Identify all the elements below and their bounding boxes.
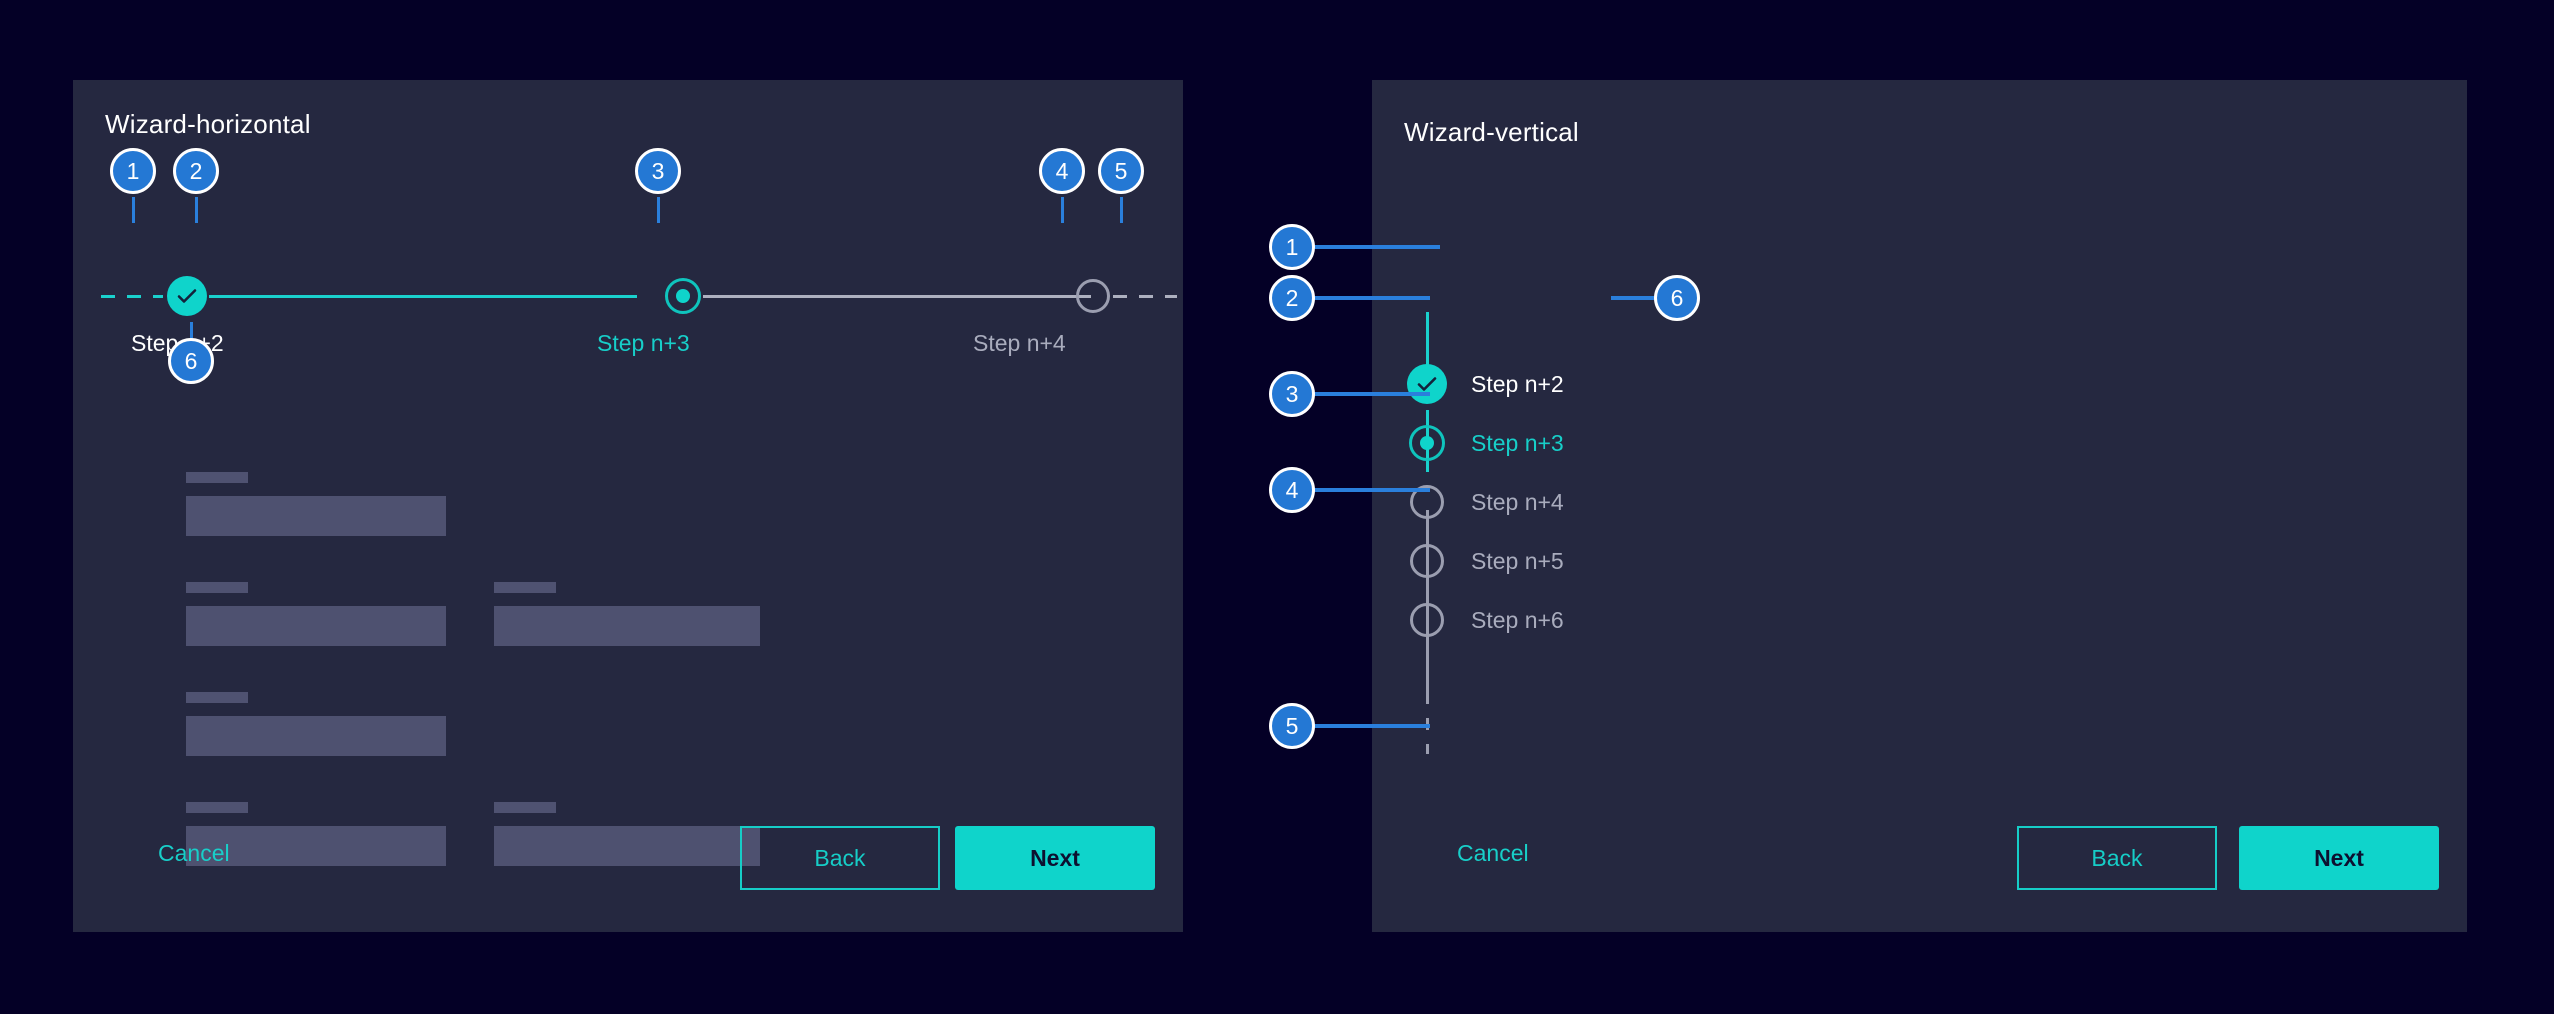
annotation-leader-line [1300, 392, 1430, 396]
annotation-marker-4[interactable]: 4 [1039, 148, 1085, 194]
annotation-marker-1[interactable]: 1 [1269, 224, 1315, 270]
horizontal-stepper [73, 276, 1183, 316]
annotation-leader-line [190, 322, 193, 350]
circle-outline-icon [1076, 279, 1110, 313]
step-label-active: Step n+3 [1471, 429, 1564, 456]
next-button[interactable]: Next [955, 826, 1155, 890]
circle-outline-icon [1410, 603, 1444, 637]
field-input-placeholder[interactable] [494, 826, 760, 866]
vertical-stepper: Step n+2 Step n+3 Step n+4 Step n+5 [1405, 240, 1705, 820]
stepper-connector-completed [209, 295, 637, 298]
step-node-active[interactable] [663, 276, 703, 316]
annotation-leader-line [1120, 197, 1123, 223]
form-field[interactable] [186, 472, 446, 536]
check-icon [167, 276, 207, 316]
field-label-placeholder [186, 802, 248, 813]
field-input-placeholder[interactable] [186, 716, 446, 756]
annotation-leader-line [1611, 296, 1693, 300]
annotation-marker-6[interactable]: 6 [1654, 275, 1700, 321]
vertical-step-completed[interactable]: Step n+2 [1405, 364, 1564, 404]
stepper-dashed-end [1426, 692, 1429, 754]
stepper-connector-upcoming [703, 295, 1091, 298]
form-field[interactable] [186, 692, 446, 756]
field-label-placeholder [186, 582, 248, 593]
field-input-placeholder[interactable] [186, 606, 446, 646]
step-label-upcoming[interactable]: Step n+4 [973, 330, 1066, 356]
form-row [186, 802, 1066, 866]
check-icon [1407, 364, 1447, 404]
step-label-active[interactable]: Step n+3 [597, 330, 690, 356]
field-input-placeholder[interactable] [186, 496, 446, 536]
field-input-placeholder[interactable] [494, 606, 760, 646]
annotation-marker-3[interactable]: 3 [635, 148, 681, 194]
form-field[interactable] [186, 802, 446, 866]
wizard-vertical-card: Wizard-vertical Step n+2 Step n [1372, 80, 2467, 932]
annotation-leader-line [1300, 488, 1430, 492]
annotation-leader-line [1300, 296, 1430, 300]
annotation-marker-2[interactable]: 2 [1269, 275, 1315, 321]
step-label-completed: Step n+2 [1471, 370, 1564, 397]
annotation-leader-line [1061, 197, 1064, 223]
cancel-button[interactable]: Cancel [1457, 840, 1529, 866]
annotation-leader-line [1300, 724, 1430, 728]
annotation-leader-line [1300, 245, 1440, 249]
field-label-placeholder [186, 692, 248, 703]
wizard-horizontal-card: Wizard-horizontal Step n+2 Step n+3 Step… [73, 80, 1183, 932]
vertical-step-upcoming[interactable]: Step n+4 [1405, 482, 1564, 522]
form-row [186, 582, 1066, 646]
vertical-step-upcoming[interactable]: Step n+6 [1405, 600, 1564, 640]
next-button[interactable]: Next [2239, 826, 2439, 890]
annotation-marker-4[interactable]: 4 [1269, 467, 1315, 513]
vertical-footer: Cancel Back Next [1372, 826, 2467, 890]
annotation-marker-1[interactable]: 1 [110, 148, 156, 194]
stepper-dashed-start [1426, 312, 1429, 374]
stepper-dashed-start [101, 295, 163, 298]
annotation-marker-5[interactable]: 5 [1098, 148, 1144, 194]
back-button[interactable]: Back [740, 826, 940, 890]
circle-outline-icon [1410, 485, 1444, 519]
field-label-placeholder [186, 472, 248, 483]
vertical-step-active[interactable]: Step n+3 [1405, 423, 1564, 463]
cancel-button[interactable]: Cancel [158, 840, 230, 866]
stepper-connector-upcoming [1426, 634, 1429, 694]
back-button[interactable]: Back [2017, 826, 2217, 890]
circle-outline-icon [1410, 544, 1444, 578]
step-label-upcoming: Step n+5 [1471, 547, 1564, 574]
wizard-horizontal-title: Wizard-horizontal [105, 109, 311, 139]
step-label-upcoming: Step n+6 [1471, 606, 1564, 633]
stepper-dashed-end [1113, 295, 1177, 298]
field-label-placeholder [494, 582, 556, 593]
stepper-connector-upcoming [1426, 510, 1429, 574]
form-row [186, 472, 1066, 536]
form-field[interactable] [186, 582, 446, 646]
annotation-marker-6[interactable]: 6 [168, 338, 214, 384]
form-row [186, 692, 1066, 756]
wizard-vertical-title: Wizard-vertical [1404, 117, 1579, 147]
annotation-leader-line [195, 197, 198, 223]
step-node-completed[interactable] [167, 276, 207, 316]
form-field[interactable] [494, 582, 760, 646]
form-field[interactable] [494, 802, 760, 866]
radio-filled-icon [1409, 425, 1445, 461]
radio-filled-icon [665, 278, 701, 314]
annotation-marker-5[interactable]: 5 [1269, 703, 1315, 749]
field-label-placeholder [494, 802, 556, 813]
step-node-upcoming[interactable] [1073, 276, 1113, 316]
annotation-leader-line [657, 197, 660, 223]
horizontal-footer: Cancel Back Next [73, 826, 1183, 890]
field-input-placeholder[interactable] [186, 826, 446, 866]
annotation-marker-2[interactable]: 2 [173, 148, 219, 194]
step-label-upcoming: Step n+4 [1471, 488, 1564, 515]
vertical-step-upcoming[interactable]: Step n+5 [1405, 541, 1564, 581]
annotation-marker-3[interactable]: 3 [1269, 371, 1315, 417]
annotation-leader-line [132, 197, 135, 223]
horizontal-form-body [186, 472, 1066, 912]
